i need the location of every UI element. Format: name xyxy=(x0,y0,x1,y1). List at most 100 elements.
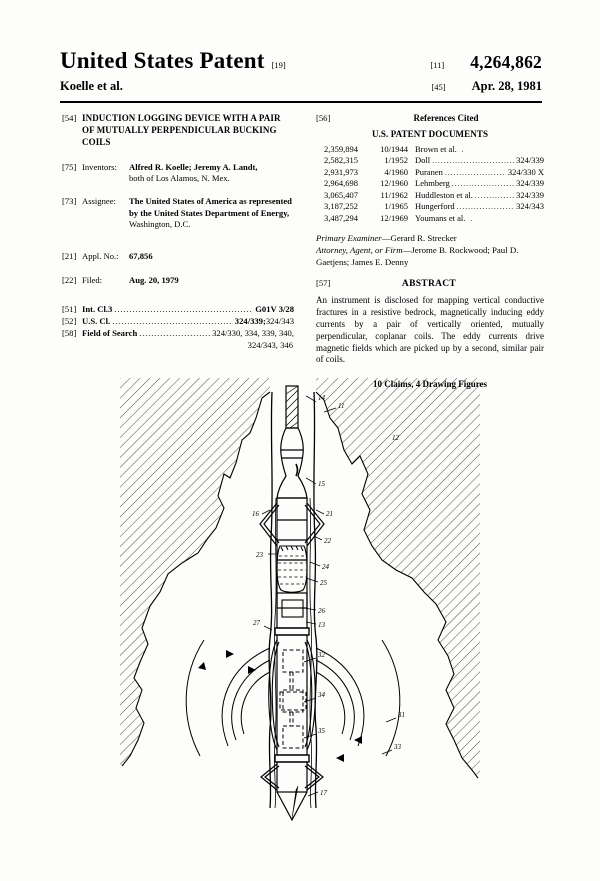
numeral-21: 21 xyxy=(326,510,333,518)
inventors-label: Inventors: xyxy=(82,161,117,172)
field-code-52: [52] xyxy=(62,315,77,326)
leader-dots: ........................................… xyxy=(456,202,515,212)
ref-patent-number: 2,964,698 xyxy=(324,178,358,189)
ref-name: Puranen xyxy=(415,166,443,177)
primary-examiner-name: —Gerard R. Strecker xyxy=(381,233,457,244)
table-row: 3,187,252 1/1965 Hungerford ............… xyxy=(316,201,544,212)
patent-date-code: [45] xyxy=(431,82,446,92)
coil-assemblies xyxy=(279,649,307,749)
ref-classification: 324/330 X xyxy=(507,166,544,177)
ref-date: 1/1965 xyxy=(384,201,408,212)
bedrock-outline xyxy=(121,391,479,779)
borehole-wall-lines xyxy=(268,391,318,809)
field-invention-title: [54] INDUCTION LOGGING DEVICE WITH A PAI… xyxy=(62,113,294,149)
ref-name: Doll xyxy=(415,155,431,166)
attorney-line: Attorney, Agent, or Firm—Jerome B. Rockw… xyxy=(316,245,544,269)
ref-name: Youmans et al. xyxy=(415,212,466,223)
electronics-module xyxy=(276,545,308,593)
numeral-11: 11 xyxy=(338,402,344,410)
table-row: 3,065,407 11/1962 Huddleston et al. ....… xyxy=(316,190,544,201)
assignee-label: Assignee: xyxy=(82,196,116,207)
sonde-housing-lower xyxy=(276,761,308,793)
ref-classification: 324/339 xyxy=(516,155,544,166)
abstract-text: An instrument is disclosed for mapping v… xyxy=(316,295,544,365)
ref-patent-number: 3,487,294 xyxy=(324,212,358,223)
numeral-16: 16 xyxy=(252,510,260,518)
abstract-header: [57] ABSTRACT xyxy=(316,278,544,291)
field-of-search-label: Field of Search xyxy=(82,327,138,338)
field-code-73: [73] xyxy=(62,196,77,207)
field-code-54: [54] xyxy=(62,113,77,123)
ref-patent-number: 2,359,894 xyxy=(324,143,358,154)
int-cl-value: G01V 3/28 xyxy=(255,303,294,314)
numeral-24: 24 xyxy=(322,563,330,571)
table-row: 2,964,698 12/1960 Lehmberg .............… xyxy=(316,178,544,189)
conical-nose-tip xyxy=(276,785,308,822)
cable-head-bulb xyxy=(276,427,308,499)
patent-header: United States Patent [19] [11] 4,264,862… xyxy=(60,48,542,94)
leader-dots: . xyxy=(467,213,474,223)
numeral-35: 35 xyxy=(317,727,326,735)
attorney-label: Attorney, Agent, or Firm xyxy=(316,245,403,256)
middle-coil-pair xyxy=(282,689,304,713)
logging-cable xyxy=(285,385,299,429)
table-row: 2,582,315 1/1952 Doll ..................… xyxy=(316,155,544,166)
ref-date: 12/1960 xyxy=(380,178,408,189)
field-int-cl: [51] Int. Cl.3 .........................… xyxy=(62,304,294,316)
abstract-title: ABSTRACT xyxy=(401,278,457,289)
us-cl-value: 324/339; xyxy=(234,315,266,326)
field-code-21: [21] xyxy=(62,250,77,261)
numeral-26: 26 xyxy=(318,607,326,615)
references-cited-title: References Cited xyxy=(413,113,479,123)
us-patent-documents-subheading: U.S. PATENT DOCUMENTS xyxy=(371,128,489,139)
coil-section-collar-lower xyxy=(274,754,310,763)
coil-section-collar-upper xyxy=(274,627,310,636)
primary-examiner-label: Primary Examiner xyxy=(316,233,382,244)
leader-dots: ........................................… xyxy=(474,190,514,200)
ref-date: 4/1960 xyxy=(384,166,408,177)
assignee-location: Washington, D.C. xyxy=(129,219,191,230)
inventor-surname-line: Koelle et al. xyxy=(60,79,123,93)
field-appl-no: [21] Appl. No.: 67,856 xyxy=(62,251,294,262)
field-assignee: [73] Assignee: The United States of Amer… xyxy=(62,196,294,230)
numeral-12: 12 xyxy=(392,434,400,442)
numeral-25: 25 xyxy=(320,579,328,587)
coil-section-bow-springs xyxy=(268,639,316,751)
table-row: 2,931,973 4/1960 Puranen ...............… xyxy=(316,167,544,178)
ref-classification: 324/339 xyxy=(516,189,544,200)
field-code-58: [58] xyxy=(62,327,77,338)
references-table: 2,359,894 10/1944 Brown et al. . 2,582,3… xyxy=(316,144,544,224)
leader-dots: ........................................… xyxy=(451,179,515,189)
ref-classification: 324/343 xyxy=(516,201,544,212)
field-code-75: [75] xyxy=(62,161,77,172)
patent-date: Apr. 28, 1981 xyxy=(471,79,542,93)
field-filed-date: [22] Filed: Aug. 20, 1979 xyxy=(62,275,294,286)
us-cl-value-extra: 324/343 xyxy=(265,315,294,326)
reference-leader-lines xyxy=(261,395,397,797)
numeral-27: 27 xyxy=(253,619,261,627)
field-code-22: [22] xyxy=(62,275,77,286)
numeral-13: 13 xyxy=(318,621,326,629)
numeral-15: 15 xyxy=(318,480,326,488)
country-code: [19] xyxy=(271,60,286,70)
appl-no-value: 67,856 xyxy=(129,250,153,261)
leader-dots: ........................................… xyxy=(432,156,514,166)
inventor-names: Alfred R. Koelle; Jeremy A. Landt, xyxy=(129,161,258,172)
numeral-31: 31 xyxy=(397,711,405,719)
appl-no-label: Appl. No.: xyxy=(82,250,119,261)
numeral-23: 23 xyxy=(256,551,264,559)
table-row: 3,487,294 12/1969 Youmans et al. . xyxy=(316,213,544,224)
references-cited-header: [56] References Cited xyxy=(316,113,544,125)
field-code-57: [57] xyxy=(316,277,331,288)
leader-dots: ........................................… xyxy=(444,167,506,177)
ref-patent-number: 2,582,315 xyxy=(324,155,358,166)
field-direction-arrowheads xyxy=(198,650,362,762)
magnetic-field-lines xyxy=(185,639,401,757)
ref-patent-number: 2,931,973 xyxy=(324,166,358,177)
centralizer-bow-spring-lower xyxy=(260,763,324,791)
attorney-name: —Jerome B. Rockwood; Paul D. Gaetjens; J… xyxy=(316,245,519,267)
ref-date: 12/1969 xyxy=(380,212,408,223)
ref-name: Hungerford xyxy=(415,201,455,212)
invention-title: INDUCTION LOGGING DEVICE WITH A PAIR OF … xyxy=(82,113,281,147)
